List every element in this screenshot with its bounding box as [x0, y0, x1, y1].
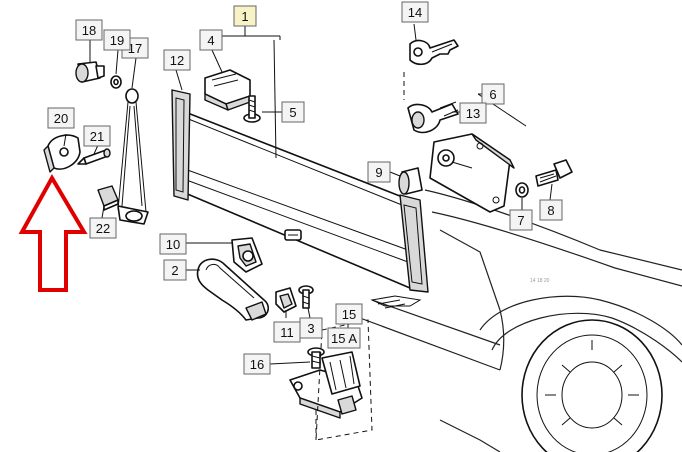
knob-part-18 [75, 61, 105, 83]
strap-part-17 [117, 88, 149, 225]
svg-text:11: 11 [280, 325, 294, 340]
callout-7[interactable]: 7 [509, 209, 533, 231]
callout-13[interactable]: 13 [459, 102, 487, 124]
handle-part-2 [196, 258, 270, 321]
svg-text:15: 15 [342, 307, 356, 322]
bolt-part-8 [535, 159, 573, 187]
main-side-panel [171, 89, 429, 293]
svg-text:3: 3 [307, 321, 314, 336]
callout-22[interactable]: 22 [89, 217, 117, 239]
callout-15a[interactable]: 15 A [327, 327, 361, 349]
svg-text:10: 10 [166, 237, 180, 252]
key-part-14 [409, 39, 459, 66]
screw-part-16 [307, 347, 325, 369]
svg-text:13: 13 [466, 106, 480, 121]
svg-text:2: 2 [171, 263, 178, 278]
bushing-part-9 [398, 167, 423, 195]
svg-text:7: 7 [517, 213, 524, 228]
washer-part-7 [515, 182, 529, 198]
callout-12[interactable]: 12 [163, 49, 191, 71]
callout-6[interactable]: 6 [481, 83, 505, 105]
svg-text:22: 22 [96, 221, 110, 236]
small-block-part-22 [97, 185, 119, 211]
svg-text:14: 14 [408, 5, 422, 20]
callout-10[interactable]: 10 [159, 233, 187, 255]
lock-plate-part-6 [429, 133, 515, 213]
svg-text:20: 20 [54, 111, 68, 126]
svg-text:9: 9 [375, 165, 382, 180]
pin-part-21 [77, 148, 111, 165]
red-up-arrow [18, 173, 88, 292]
svg-text:5: 5 [289, 105, 296, 120]
washer-part-19 [110, 75, 122, 89]
callout-20[interactable]: 20 [47, 107, 75, 129]
screw-part-5 [243, 95, 261, 123]
callout-15[interactable]: 15 [335, 303, 363, 325]
latch-assembly-part-15 [289, 337, 363, 419]
callout-14[interactable]: 14 [401, 1, 429, 23]
callout-9[interactable]: 9 [367, 161, 391, 183]
watermark-text: 14 18 20 [530, 278, 550, 284]
callout-1[interactable]: 1 [233, 5, 257, 27]
hinge-part [204, 69, 251, 111]
callout-4[interactable]: 4 [199, 29, 223, 51]
svg-text:6: 6 [489, 87, 496, 102]
svg-text:8: 8 [547, 203, 554, 218]
clip-part-11 [275, 287, 297, 313]
callout-labels: 1 2 3 4 5 6 7 8 [47, 1, 563, 375]
screw-part-3 [298, 285, 314, 309]
latch-block-part-20 [43, 134, 81, 173]
svg-text:19: 19 [110, 33, 124, 48]
svg-text:1: 1 [241, 9, 248, 24]
callout-11[interactable]: 11 [273, 321, 301, 343]
svg-text:21: 21 [90, 129, 104, 144]
callout-18[interactable]: 18 [75, 19, 103, 41]
callout-3[interactable]: 3 [299, 317, 323, 339]
svg-text:17: 17 [128, 41, 142, 56]
lock-cylinder-part-13 [407, 101, 459, 134]
svg-text:12: 12 [170, 53, 184, 68]
svg-text:16: 16 [250, 357, 264, 372]
bezel-part-10 [231, 237, 263, 273]
callout-5[interactable]: 5 [281, 101, 305, 123]
vehicle-body [359, 189, 682, 452]
callout-2[interactable]: 2 [163, 259, 187, 281]
svg-text:18: 18 [82, 23, 96, 38]
svg-text:4: 4 [207, 33, 214, 48]
callout-16[interactable]: 16 [243, 353, 271, 375]
callout-19[interactable]: 19 [103, 29, 131, 51]
svg-text:15 A: 15 A [331, 331, 357, 346]
wheel-outer [521, 319, 663, 452]
callout-8[interactable]: 8 [539, 199, 563, 221]
callout-21[interactable]: 21 [83, 125, 111, 147]
